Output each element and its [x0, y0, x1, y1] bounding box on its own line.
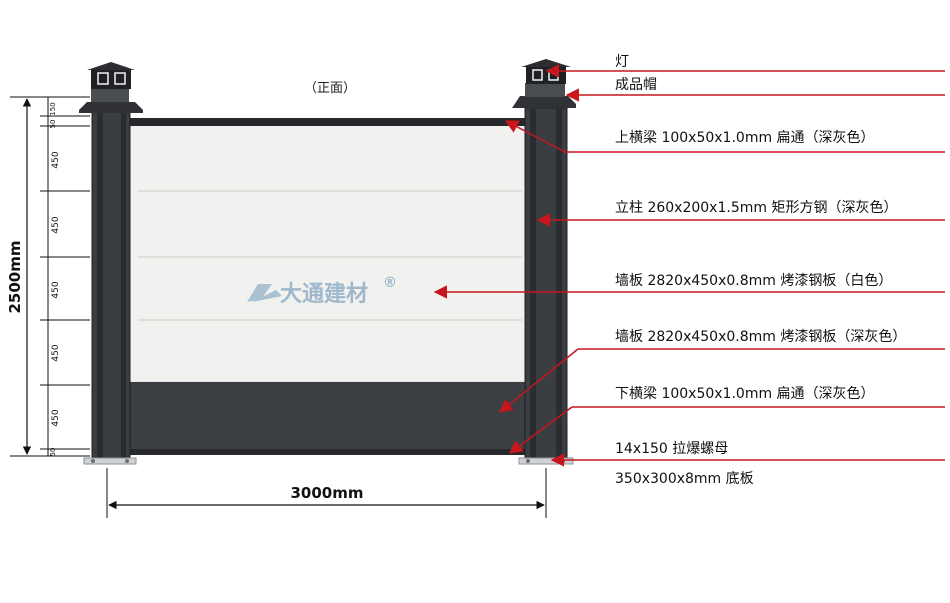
segment-label: 450 [51, 216, 61, 233]
callout-top-beam: 上横梁 100x50x1.0mm 扁通（深灰色） [615, 129, 875, 146]
top-beam-shape [128, 118, 526, 126]
height-dimension: 2500mm 150 50 450 450 450 450 450 50 [6, 96, 90, 457]
view-label: （正面） [304, 81, 356, 96]
right-cap-icon [512, 96, 576, 108]
width-dimension: 3000mm [106, 468, 547, 518]
segment-label: 450 [51, 409, 61, 426]
left-base-plate [83, 457, 137, 465]
panel-white-area [129, 123, 526, 383]
segment-label: 50 [49, 448, 57, 457]
left-cap-icon [79, 102, 143, 113]
segment-label: 450 [51, 151, 61, 168]
callout-bottom-beam: 下横梁 100x50x1.0mm 扁通（深灰色） [615, 385, 875, 402]
callout-panel-grey: 墙板 2820x450x0.8mm 烤漆钢板（深灰色） [615, 328, 906, 345]
wall-panels [128, 118, 526, 455]
callout-panel-white: 墙板 2820x450x0.8mm 烤漆钢板（白色） [615, 272, 892, 289]
total-width-label: 3000mm [290, 484, 363, 502]
right-base-plate [518, 457, 574, 465]
callout-bolt: 14x150 拉爆螺母 [615, 441, 728, 457]
segment-label: 50 [49, 120, 57, 129]
callout-cap: 成品帽 [615, 77, 657, 93]
brand-watermark: 大通建材 ® [247, 275, 397, 307]
brand-mark: ® [383, 275, 397, 291]
brand-name: 大通建材 [280, 282, 368, 307]
segment-label: 150 [49, 102, 57, 115]
brand-logo-icon [247, 284, 282, 302]
total-height-label: 2500mm [6, 240, 24, 313]
left-column [79, 62, 143, 465]
segment-label: 450 [51, 281, 61, 298]
panel-grey-area [130, 382, 525, 452]
segment-label: 450 [51, 344, 61, 361]
left-lamp-icon [87, 62, 135, 89]
callouts: 灯 成品帽 上横梁 100x50x1.0mm 扁通（深灰色） 立柱 260x20… [433, 54, 945, 487]
bottom-beam-shape [128, 449, 526, 455]
callout-base-plate: 350x300x8mm 底板 [615, 471, 754, 487]
callout-lamp: 灯 [615, 54, 629, 70]
callout-column: 立柱 260x200x1.5mm 矩形方钢（深灰色） [615, 199, 897, 216]
